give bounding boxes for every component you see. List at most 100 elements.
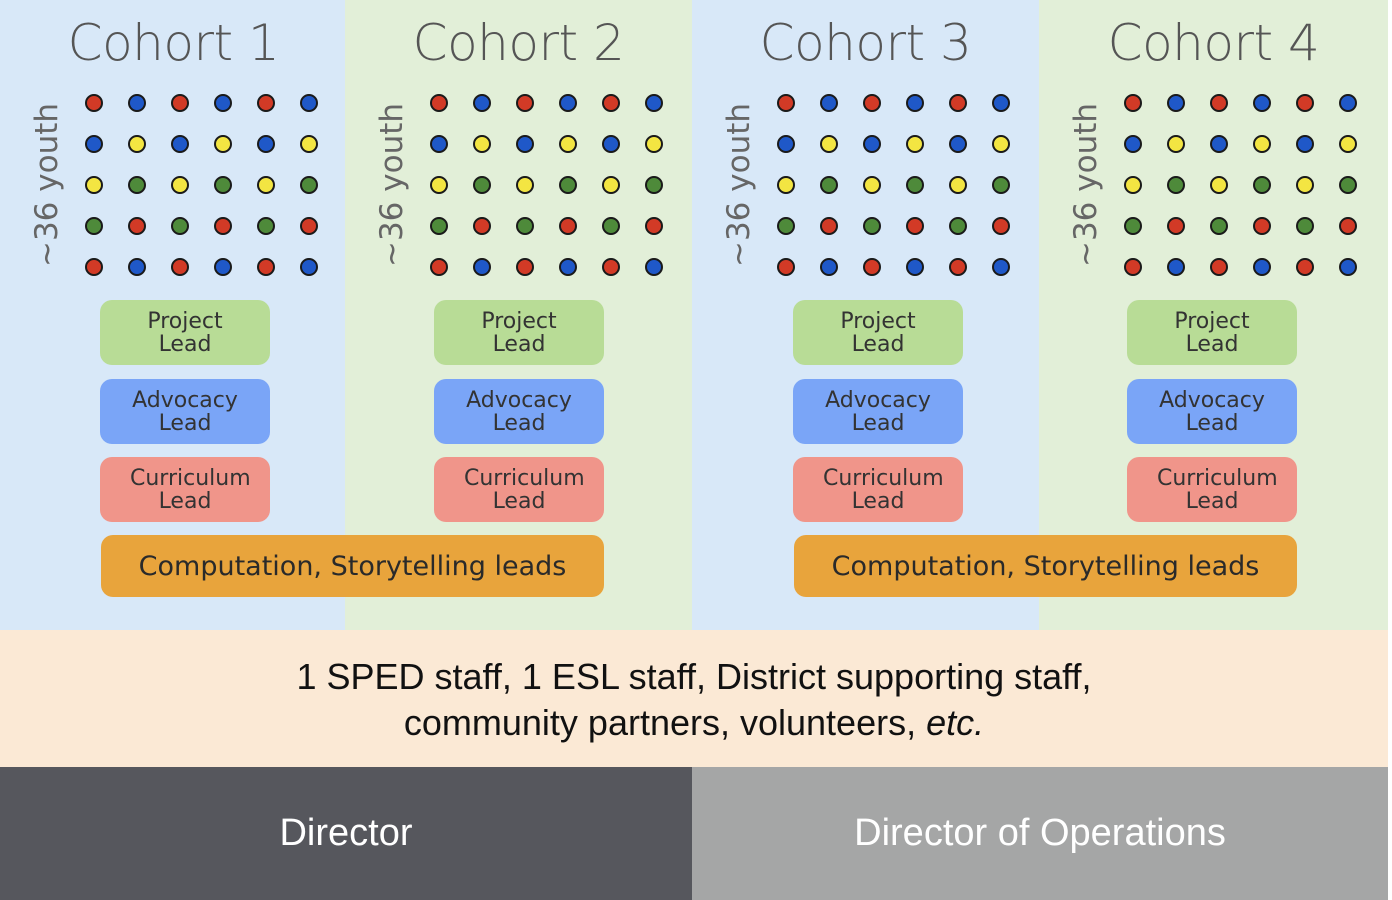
youth-dot xyxy=(602,94,620,112)
youth-dot xyxy=(473,135,491,153)
curriculum-lead-box: Curriculum Lead xyxy=(100,457,270,522)
youth-dot xyxy=(777,94,795,112)
youth-dot xyxy=(171,258,189,276)
youth-dot xyxy=(645,94,663,112)
youth-dot xyxy=(559,258,577,276)
youth-dot xyxy=(85,217,103,235)
supporting-staff-line-2: community partners, volunteers, etc. xyxy=(0,700,1388,746)
youth-dot xyxy=(128,135,146,153)
youth-dot xyxy=(85,258,103,276)
youth-dot xyxy=(949,135,967,153)
youth-dot xyxy=(1210,217,1228,235)
youth-dot xyxy=(516,258,534,276)
cohort-title: Cohort 3 xyxy=(759,14,972,72)
youth-dot xyxy=(300,94,318,112)
youth-dot xyxy=(602,258,620,276)
youth-dot xyxy=(1339,176,1357,194)
youth-dot xyxy=(602,217,620,235)
youth-dot xyxy=(473,217,491,235)
youth-dot xyxy=(906,258,924,276)
youth-dot xyxy=(257,135,275,153)
computation-storytelling-leads-box: Computation, Storytelling leads xyxy=(101,535,604,597)
youth-dot xyxy=(257,258,275,276)
project-lead-label: Project Lead xyxy=(147,308,223,357)
youth-dot xyxy=(645,176,663,194)
youth-dot xyxy=(559,94,577,112)
cohort-title: Cohort 1 xyxy=(67,14,280,72)
youth-dot xyxy=(602,135,620,153)
project-lead-box: Project Lead xyxy=(434,300,604,365)
youth-dot xyxy=(128,176,146,194)
supporting-staff-band: 1 SPED staff, 1 ESL staff, District supp… xyxy=(0,630,1388,767)
youth-dot xyxy=(992,217,1010,235)
youth-dot xyxy=(906,176,924,194)
youth-dot xyxy=(949,94,967,112)
youth-dot xyxy=(85,94,103,112)
youth-dot xyxy=(1210,258,1228,276)
youth-dot xyxy=(516,135,534,153)
youth-dot xyxy=(992,94,1010,112)
youth-dot xyxy=(516,94,534,112)
youth-dot xyxy=(300,258,318,276)
youth-dot xyxy=(777,258,795,276)
youth-dot xyxy=(1124,217,1142,235)
curriculum-lead-label: Curriculum Lead xyxy=(130,465,251,514)
youth-dot xyxy=(214,135,232,153)
youth-dot-grid xyxy=(1119,88,1364,283)
youth-dot xyxy=(559,135,577,153)
youth-dot-grid xyxy=(425,88,670,283)
youth-dot xyxy=(516,217,534,235)
youth-dot xyxy=(1167,135,1185,153)
youth-dot xyxy=(1296,94,1314,112)
youth-dot xyxy=(473,258,491,276)
youth-dot xyxy=(128,94,146,112)
curriculum-lead-box: Curriculum Lead xyxy=(434,457,604,522)
youth-dot xyxy=(85,135,103,153)
youth-dot xyxy=(863,135,881,153)
project-lead-label: Project Lead xyxy=(481,308,557,357)
curriculum-lead-box: Curriculum Lead xyxy=(793,457,963,522)
youth-dot xyxy=(1167,258,1185,276)
youth-dot xyxy=(300,176,318,194)
curriculum-lead-label: Curriculum Lead xyxy=(823,465,944,514)
youth-dot xyxy=(645,135,663,153)
youth-dot xyxy=(171,176,189,194)
director-box: Director xyxy=(0,767,692,900)
youth-dot xyxy=(949,217,967,235)
youth-dot xyxy=(1296,217,1314,235)
youth-dot xyxy=(257,217,275,235)
youth-dot xyxy=(863,176,881,194)
youth-dot xyxy=(1253,217,1271,235)
youth-count-label: ~36 youth xyxy=(1068,102,1104,268)
advocacy-lead-box: Advocacy Lead xyxy=(793,379,963,444)
youth-dot xyxy=(1124,258,1142,276)
youth-dot xyxy=(1124,94,1142,112)
youth-dot xyxy=(257,176,275,194)
youth-dot xyxy=(171,217,189,235)
youth-dot xyxy=(1167,176,1185,194)
project-lead-box: Project Lead xyxy=(1127,300,1297,365)
advocacy-lead-label: Advocacy Lead xyxy=(1159,387,1265,436)
youth-count-label: ~36 youth xyxy=(721,102,757,268)
youth-dot xyxy=(257,94,275,112)
youth-dot xyxy=(1339,258,1357,276)
curriculum-lead-box: Curriculum Lead xyxy=(1127,457,1297,522)
youth-dot xyxy=(214,217,232,235)
youth-dot xyxy=(777,176,795,194)
youth-dot xyxy=(1296,258,1314,276)
cohort-column-1: Cohort 1 ~36 youth Project Lead Advocacy… xyxy=(0,0,347,630)
youth-dot xyxy=(820,176,838,194)
youth-dot xyxy=(430,217,448,235)
youth-dot xyxy=(516,176,534,194)
director-of-operations-box: Director of Operations xyxy=(692,767,1388,900)
youth-dot xyxy=(1210,135,1228,153)
youth-dot xyxy=(820,258,838,276)
cohort-column-2: Cohort 2 ~36 youth Project Lead Advocacy… xyxy=(345,0,692,630)
advocacy-lead-box: Advocacy Lead xyxy=(100,379,270,444)
youth-dot xyxy=(85,176,103,194)
youth-dot xyxy=(820,135,838,153)
advocacy-lead-label: Advocacy Lead xyxy=(132,387,238,436)
supporting-staff-etc: etc. xyxy=(926,702,985,743)
youth-dot xyxy=(1339,94,1357,112)
youth-dot xyxy=(949,176,967,194)
